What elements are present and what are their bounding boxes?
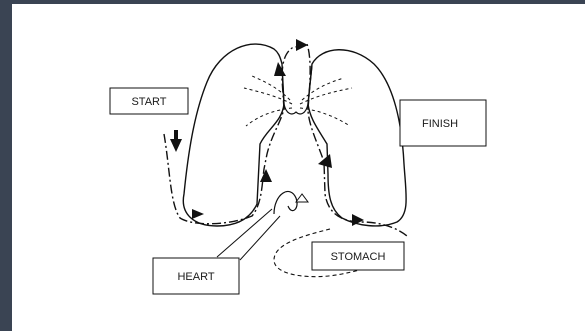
heart-curl-arrow [274, 191, 297, 214]
start-label-box: START [110, 88, 188, 114]
heart-label-box: HEART [153, 258, 239, 294]
heart-label: HEART [177, 271, 214, 283]
right-lung-outline [308, 50, 406, 226]
arrow-right-bottom-left [192, 209, 204, 219]
lung-pathway-diagram: START FINISH HEART STOMACH [12, 4, 585, 331]
arrow-up-left-lung [260, 169, 272, 182]
arrow-down-start [170, 139, 182, 152]
diagram-canvas: START FINISH HEART STOMACH [12, 4, 585, 331]
heart-curl-arrowhead [296, 194, 308, 202]
finish-label-box: FINISH [400, 100, 486, 146]
stomach-label-box: STOMACH [312, 242, 404, 270]
pathway-dashed-line [164, 44, 407, 236]
arrow-up-trachea [274, 62, 286, 76]
bronchi [244, 76, 352, 126]
arrow-right-top [296, 39, 308, 51]
left-lung-outline [183, 44, 284, 226]
arrow-down-right-lung [318, 154, 332, 168]
stomach-label: STOMACH [331, 251, 386, 263]
start-label: START [131, 96, 166, 108]
finish-label: FINISH [422, 118, 458, 130]
